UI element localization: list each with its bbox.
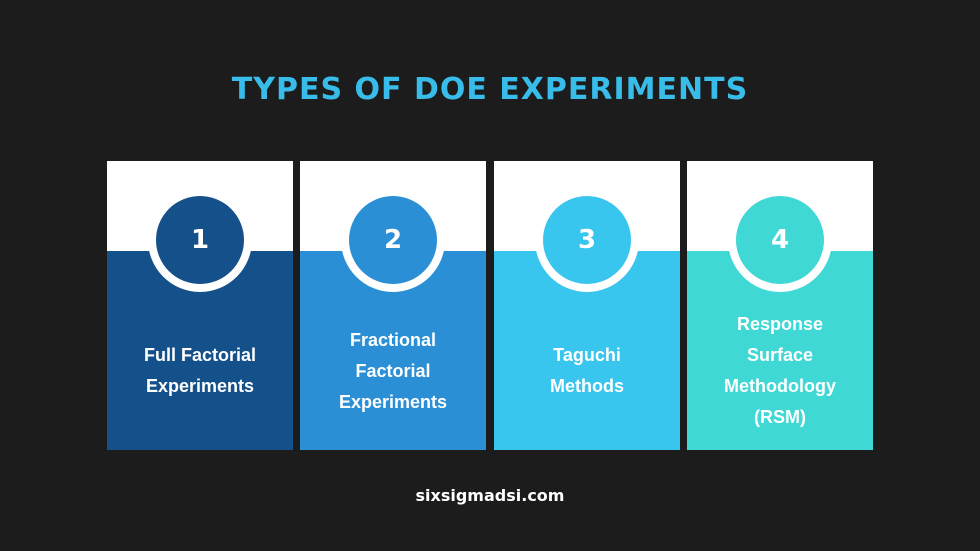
number: 4 <box>770 225 790 255</box>
card-3: 3 Taguchi Methods <box>494 161 680 450</box>
card-label: Taguchi Methods <box>550 345 624 396</box>
number-badge: 4 <box>736 196 824 284</box>
number-badge: 1 <box>156 196 244 284</box>
number: 3 <box>577 225 597 255</box>
card-label: Response Surface Methodology (RSM) <box>724 314 836 427</box>
card-2: 2 Fractional Factorial Experiments <box>300 161 486 450</box>
number-badge: 3 <box>543 196 631 284</box>
card-4: 4 Response Surface Methodology (RSM) <box>687 161 873 450</box>
card-1: 1 Full Factorial Experiments <box>107 161 293 450</box>
number: 2 <box>383 225 403 255</box>
footer-website: sixsigmadsi.com <box>415 486 565 505</box>
number-badge: 2 <box>349 196 437 284</box>
card-label: Full Factorial Experiments <box>143 345 257 396</box>
number: 1 <box>190 225 210 255</box>
card-label: Fractional Factorial Experiments <box>338 329 448 412</box>
page-title: TYPES OF DOE EXPERIMENTS <box>231 72 749 107</box>
